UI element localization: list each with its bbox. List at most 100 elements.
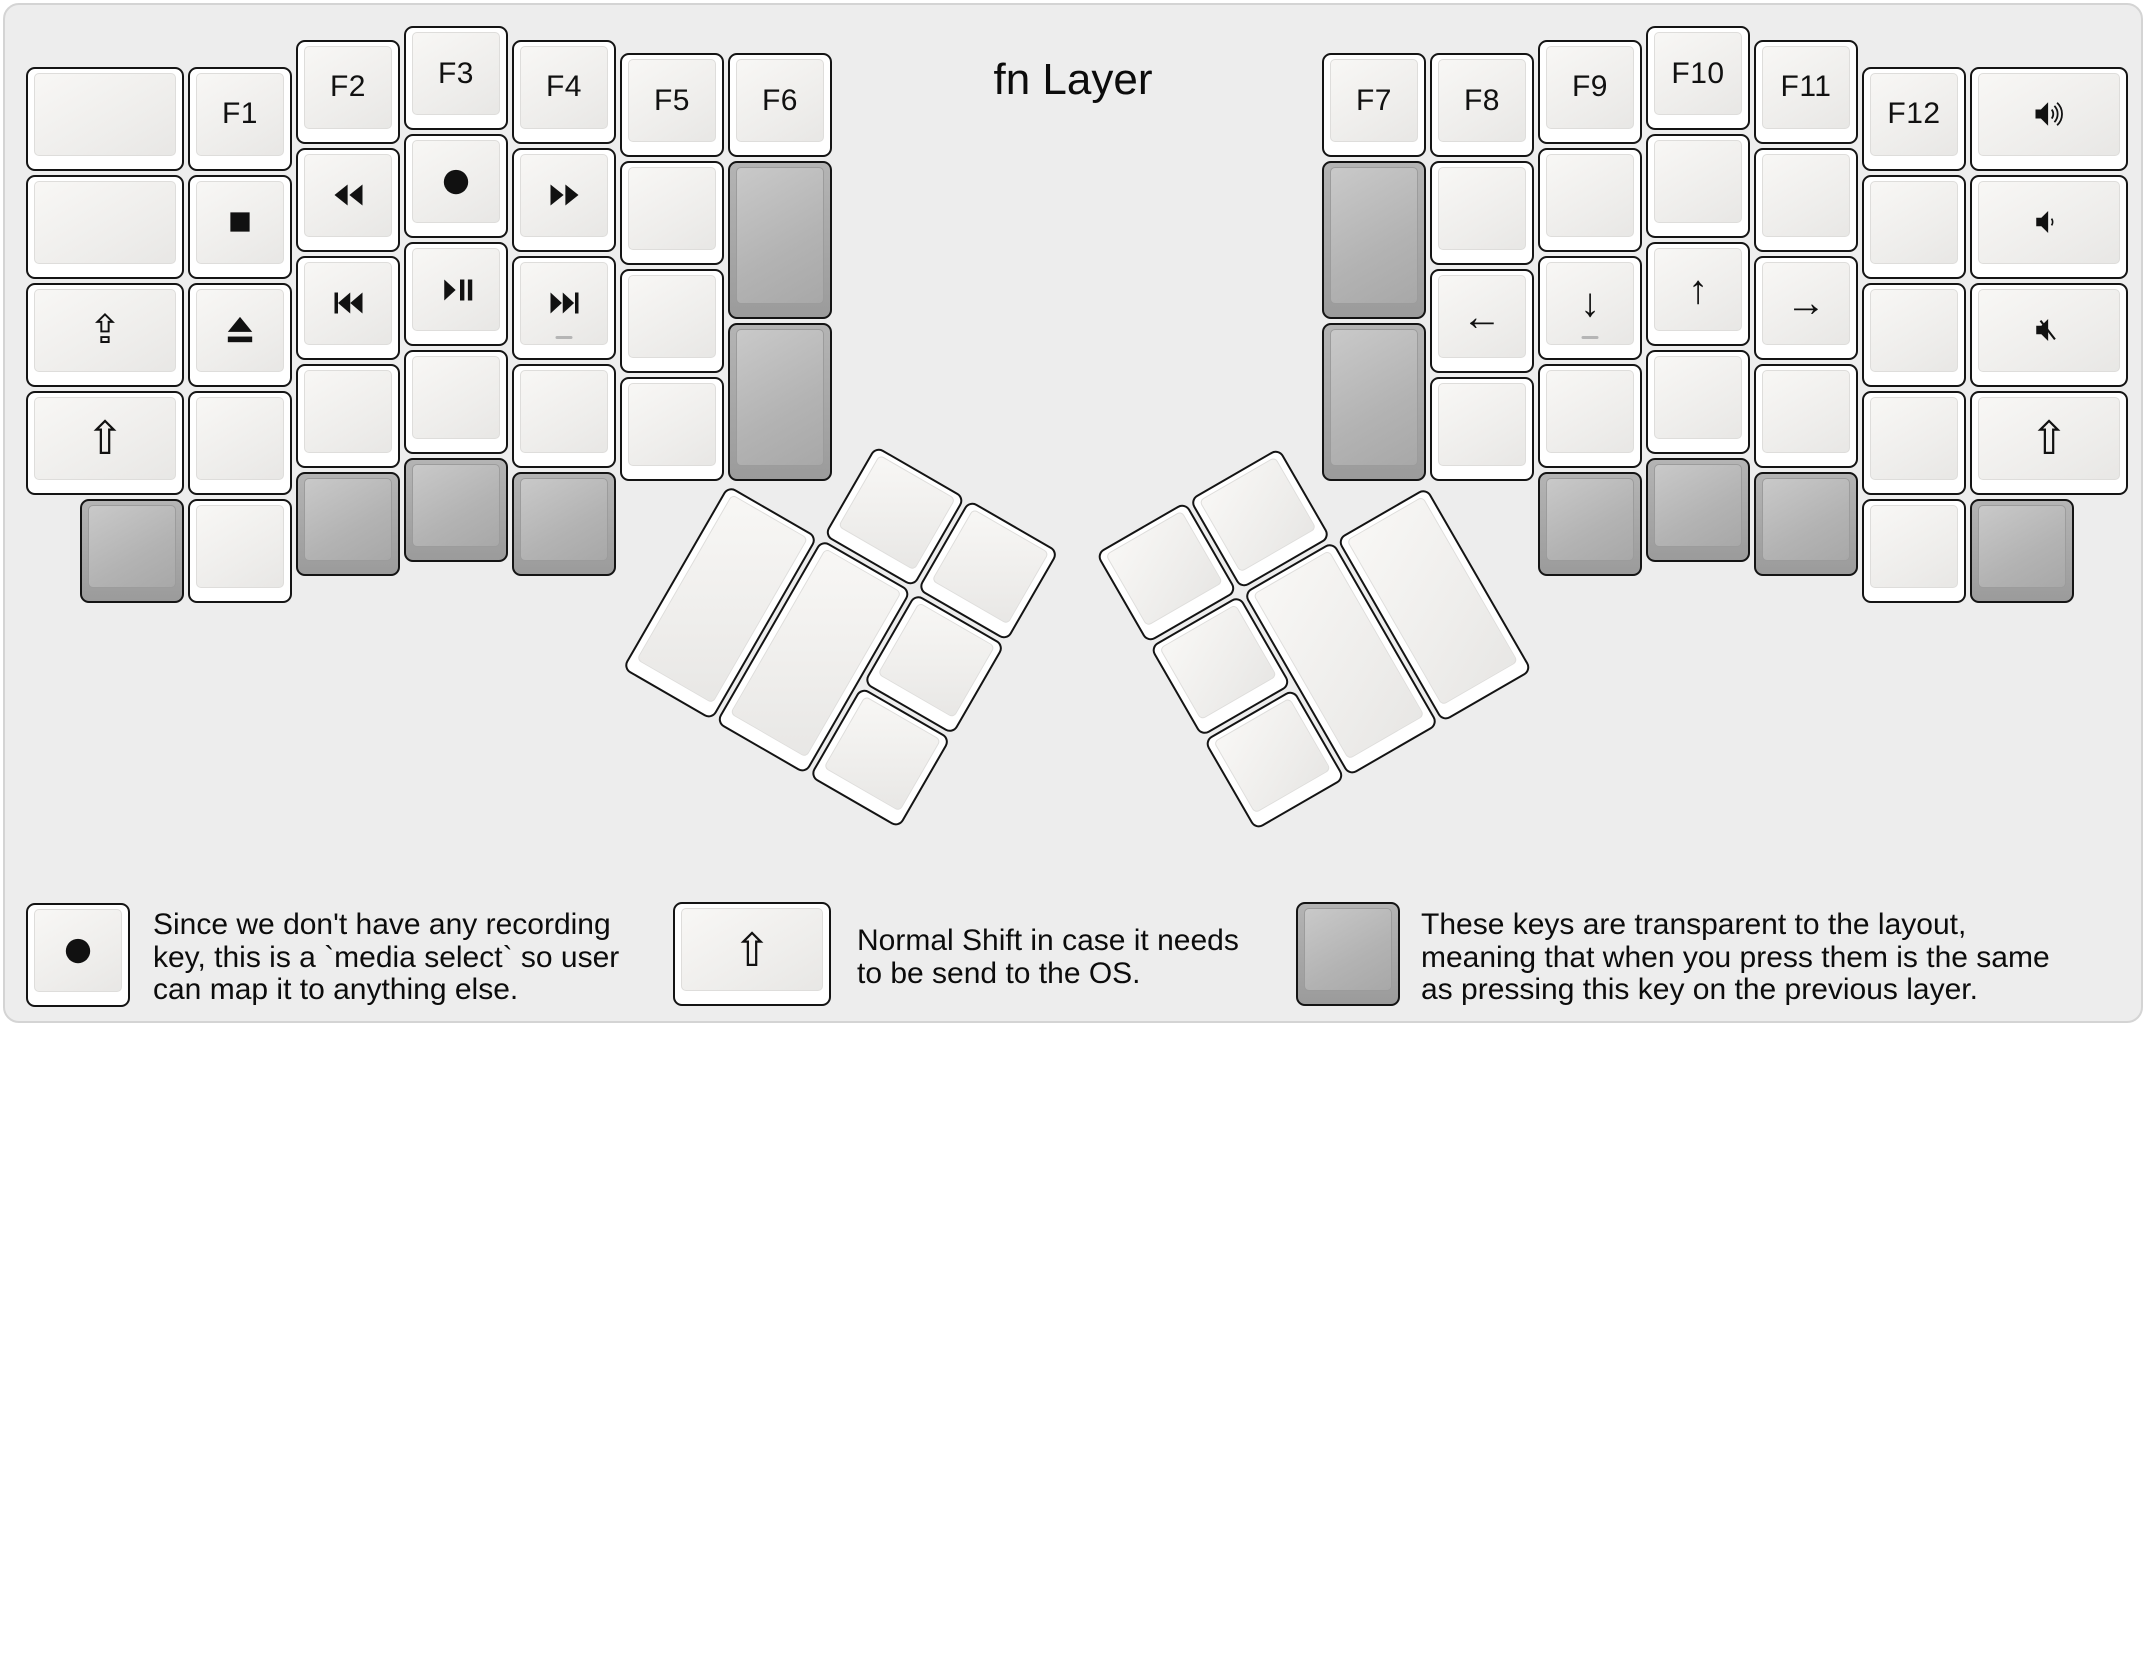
key-f11[interactable]: F11 (1754, 39, 1858, 144)
key-prev-track[interactable] (296, 255, 400, 360)
key-transparent-5[interactable] (728, 161, 832, 319)
shift-right-icon: ⇧ (2029, 412, 2069, 464)
key-shift-left[interactable]: ⇧ (26, 390, 184, 495)
keytop (628, 383, 716, 466)
key-f12[interactable]: F12 (1862, 66, 1966, 171)
key-transparent-6[interactable] (728, 323, 832, 481)
key-arrow-down[interactable]: ↓ (1538, 255, 1642, 360)
key-blank-21[interactable] (1862, 390, 1966, 495)
key-blank-16[interactable] (1646, 350, 1750, 454)
key-shift-right[interactable]: ⇧ (1970, 390, 2128, 495)
key-f6[interactable]: F6 (728, 53, 832, 157)
glyph-icon: ⇧ (732, 923, 772, 976)
keytop (34, 909, 122, 992)
key-transparent-2[interactable] (296, 471, 400, 576)
key-caps-lock[interactable]: ⇪ (26, 282, 184, 387)
keytop (628, 167, 716, 250)
key-blank-6[interactable] (404, 350, 508, 454)
keytop (1438, 167, 1526, 250)
keytop: F2 (304, 45, 392, 129)
key-f4[interactable]: F4 (512, 39, 616, 144)
key-transparent-9[interactable] (1538, 471, 1642, 576)
key-f1[interactable]: F1 (188, 66, 292, 171)
key-f7[interactable]: F7 (1322, 53, 1426, 157)
key-transparent-1[interactable] (80, 498, 184, 603)
eject-icon (224, 315, 256, 345)
keytop: → (1762, 261, 1850, 345)
key-transparent-8[interactable] (1322, 323, 1426, 481)
keytop: F12 (1870, 72, 1958, 156)
key-blank-18[interactable] (1754, 363, 1858, 468)
key-volume-down[interactable] (1970, 174, 2128, 279)
key-blank-2[interactable] (26, 174, 184, 279)
key-label: F2 (329, 70, 366, 103)
key-next-track[interactable] (512, 255, 616, 360)
key-blank-20[interactable] (1862, 282, 1966, 387)
volume-down-icon (2032, 207, 2066, 237)
keytop (520, 261, 608, 345)
key-transparent-3[interactable] (404, 458, 508, 562)
keytop (1870, 504, 1958, 588)
key-blank-1[interactable] (26, 66, 184, 171)
key-f3[interactable]: F3 (404, 26, 508, 130)
key-blank-19[interactable] (1862, 174, 1966, 279)
key-blank-13[interactable] (1538, 147, 1642, 252)
key-blank-12[interactable] (1430, 377, 1534, 481)
key-label: F10 (1671, 56, 1725, 90)
keytop (304, 369, 392, 453)
keytop (88, 504, 176, 588)
key-f5[interactable]: F5 (620, 53, 724, 157)
key-transparent-4[interactable] (512, 471, 616, 576)
keytop (304, 153, 392, 237)
key-fast-forward[interactable] (512, 147, 616, 252)
keytop (1978, 288, 2120, 372)
key-transparent-12[interactable] (1970, 498, 2074, 603)
keytop (196, 288, 284, 372)
key-arrow-up[interactable]: ↑ (1646, 242, 1750, 346)
key-blank-7[interactable] (512, 363, 616, 468)
key-f2[interactable]: F2 (296, 39, 400, 144)
key-blank-8[interactable] (620, 161, 724, 265)
key-blank-4[interactable] (188, 498, 292, 603)
next-track-icon (548, 289, 581, 317)
key-blank-15[interactable] (1646, 134, 1750, 238)
key-rewind[interactable] (296, 147, 400, 252)
legend-text-line: Since we don't have any recording (153, 908, 611, 941)
key-blank-10[interactable] (620, 377, 724, 481)
key-arrow-right[interactable]: → (1754, 255, 1858, 360)
key-f8[interactable]: F8 (1430, 53, 1534, 157)
record-icon (63, 936, 93, 966)
key-label: F3 (437, 56, 474, 90)
shift-left-icon: ⇧ (85, 412, 125, 464)
play-pause-icon (440, 276, 473, 304)
keytop (736, 167, 824, 304)
key-blank-11[interactable] (1430, 161, 1534, 265)
key-record[interactable] (404, 134, 508, 238)
key-label: F6 (761, 83, 798, 117)
key-blank-5[interactable] (296, 363, 400, 468)
key-play-pause[interactable] (404, 242, 508, 346)
key-blank-14[interactable] (1538, 363, 1642, 468)
prev-track-icon (332, 289, 365, 317)
keytop: ⇧ (681, 908, 823, 991)
key-f10[interactable]: F10 (1646, 26, 1750, 130)
key-stop[interactable] (188, 174, 292, 279)
key-blank-17[interactable] (1754, 147, 1858, 252)
key-eject[interactable] (188, 282, 292, 387)
key-blank-9[interactable] (620, 269, 724, 373)
key-transparent-11[interactable] (1754, 471, 1858, 576)
legend-text-line: can map it to anything else. (153, 973, 519, 1006)
key-arrow-left[interactable]: ← (1430, 269, 1534, 373)
key-transparent-10[interactable] (1646, 458, 1750, 562)
key-volume-up[interactable] (1970, 66, 2128, 171)
key-f9[interactable]: F9 (1538, 39, 1642, 144)
homing-bar (555, 335, 573, 339)
key-blank-22[interactable] (1862, 498, 1966, 603)
key-blank-3[interactable] (188, 390, 292, 495)
key-mute[interactable] (1970, 282, 2128, 387)
keytop (736, 329, 824, 466)
key-transparent-7[interactable] (1322, 161, 1426, 319)
